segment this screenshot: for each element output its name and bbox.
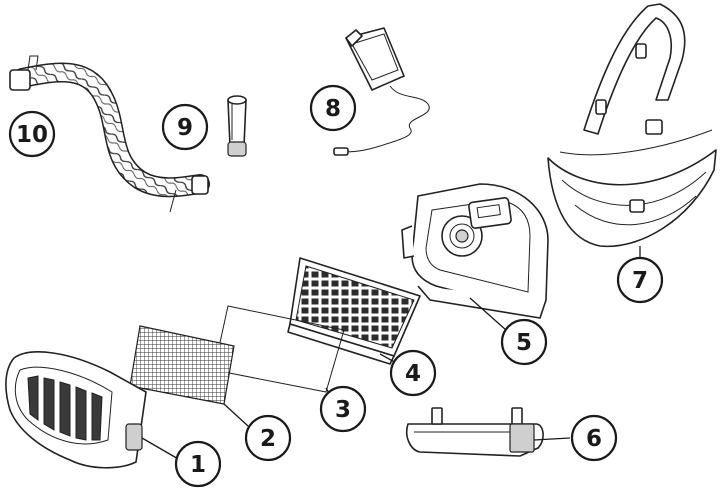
callout-5: 5 bbox=[500, 318, 548, 366]
callout-8-label: 8 bbox=[325, 96, 341, 122]
callout-1-label: 1 bbox=[190, 452, 206, 478]
filter-cartridge-part bbox=[287, 257, 421, 365]
callout-4: 4 bbox=[389, 349, 437, 397]
leader-line-5 bbox=[469, 297, 507, 331]
hose-connector-part bbox=[227, 95, 247, 157]
leader-line-6 bbox=[533, 437, 571, 441]
cover-vents bbox=[27, 375, 103, 441]
callout-9: 9 bbox=[161, 103, 209, 151]
battery-part bbox=[405, 407, 544, 457]
front-cover-part bbox=[5, 351, 147, 469]
callout-4-label: 4 bbox=[405, 361, 421, 387]
callout-6-label: 6 bbox=[586, 426, 602, 452]
callout-7: 7 bbox=[616, 256, 664, 304]
blower-unit-part bbox=[401, 183, 549, 319]
callout-1: 1 bbox=[174, 440, 222, 488]
leader-line-2 bbox=[223, 403, 249, 427]
callout-5-label: 5 bbox=[516, 330, 532, 356]
callout-2: 2 bbox=[244, 414, 292, 462]
charger-part bbox=[333, 27, 430, 156]
callout-3: 3 bbox=[319, 385, 367, 433]
callout-8: 8 bbox=[309, 84, 357, 132]
harness-belt-part bbox=[547, 3, 717, 248]
callout-2-label: 2 bbox=[260, 426, 276, 452]
callout-10-label: 10 bbox=[16, 122, 48, 148]
callout-9-label: 9 bbox=[177, 115, 193, 141]
callout-10: 10 bbox=[8, 110, 56, 158]
leader-line-1 bbox=[141, 437, 181, 461]
callout-3-label: 3 bbox=[335, 397, 351, 423]
breathing-hose-part bbox=[9, 55, 210, 213]
callout-7-label: 7 bbox=[632, 268, 648, 294]
callout-6: 6 bbox=[570, 414, 618, 462]
